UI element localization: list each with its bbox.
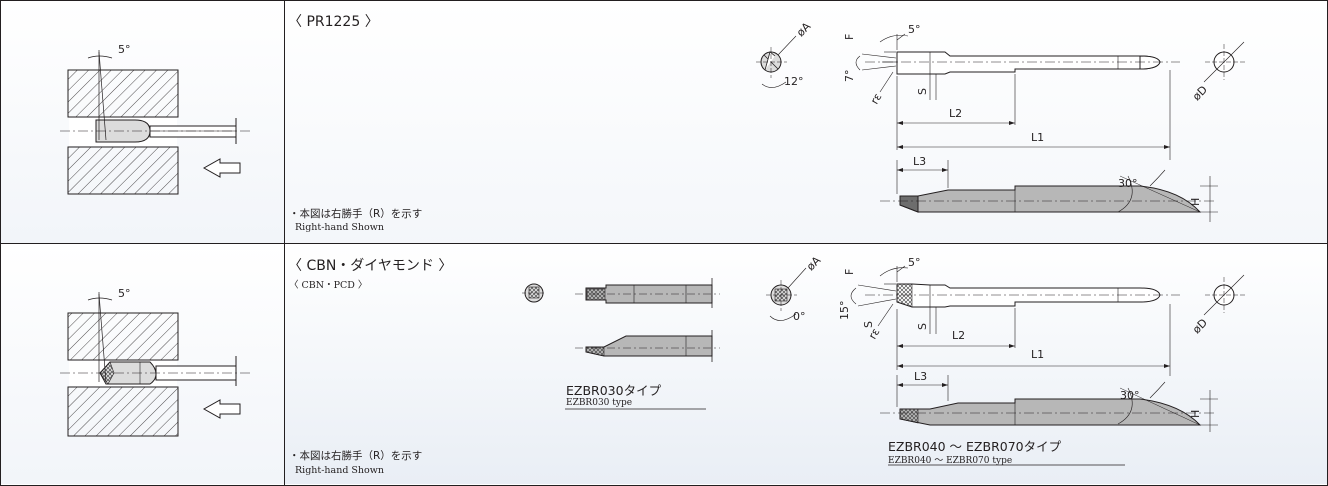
tool-side-view-2 <box>850 265 1180 376</box>
dim-S-1: S <box>916 88 929 95</box>
clearance-angle-label-2: 5° <box>118 287 131 300</box>
dim-angle-tail-1: 30° <box>1118 177 1138 190</box>
dim-angle-end-2: 0° <box>793 310 806 323</box>
cell-shade-bottom <box>285 244 1327 484</box>
dim-L3-2: L3 <box>914 370 928 383</box>
large-type-en: EZBR040 ～ EZBR070 type <box>888 456 1013 466</box>
dim-angle-side-2: 15° <box>838 300 851 321</box>
dim-F-2: F <box>843 268 856 275</box>
dim-L2-1: L2 <box>949 107 963 120</box>
ezbr030-side-view <box>575 278 720 308</box>
dim-angle-side-1: 7° <box>843 69 856 83</box>
row1-heading: 〈 PR1225 〉 <box>288 14 379 30</box>
tool-side-view-1 <box>855 33 1180 160</box>
end-view-2 <box>766 267 807 321</box>
ezbr030-top-view <box>575 330 720 362</box>
ezbr030-end-view <box>522 283 546 303</box>
row2-note-en: Right-hand Shown <box>295 465 385 476</box>
dim-angle-tail-2: 30° <box>1120 389 1140 402</box>
row2-note-jp: ・本図は右勝手（R）を示す <box>289 450 423 462</box>
dim-L1-1: L1 <box>1031 131 1045 144</box>
workpiece-sketch-1 <box>60 50 250 195</box>
row2-subheading: 〈 CBN・PCD 〉 <box>289 280 368 291</box>
shank-end-view-1 <box>1203 41 1245 83</box>
dim-H-2: H <box>1189 409 1202 418</box>
dim-angle-top-2: 5° <box>908 256 921 269</box>
workpiece-sketch-2 <box>60 292 250 437</box>
dim-angle-top-1: 5° <box>908 23 921 36</box>
small-type-en: EZBR030 type <box>566 398 633 408</box>
tool-top-view-2 <box>880 375 1218 432</box>
small-type-jp: EZBR030タイプ <box>566 383 662 398</box>
large-type-jp: EZBR040 ～ EZBR070タイプ <box>888 439 1062 454</box>
end-view-1 <box>756 35 797 88</box>
dim-angle-end-1: 12° <box>784 75 804 88</box>
shank-end-view-2 <box>1203 274 1245 316</box>
row1-note-jp: ・本図は右勝手（R）を示す <box>289 208 423 220</box>
dim-H-1: H <box>1189 197 1202 206</box>
row2-heading: 〈 CBN・ダイヤモンド 〉 <box>288 258 453 274</box>
tool-top-view-1 <box>880 160 1218 222</box>
dim-L3-1: L3 <box>913 155 927 168</box>
dim-S-2b: S <box>916 323 929 330</box>
clearance-angle-label-1: 5° <box>118 43 131 56</box>
dim-L1-2: L1 <box>1031 348 1045 361</box>
dim-F-1: F <box>843 33 856 40</box>
dim-L2-2: L2 <box>952 329 966 342</box>
row1-note-en: Right-hand Shown <box>295 222 385 233</box>
